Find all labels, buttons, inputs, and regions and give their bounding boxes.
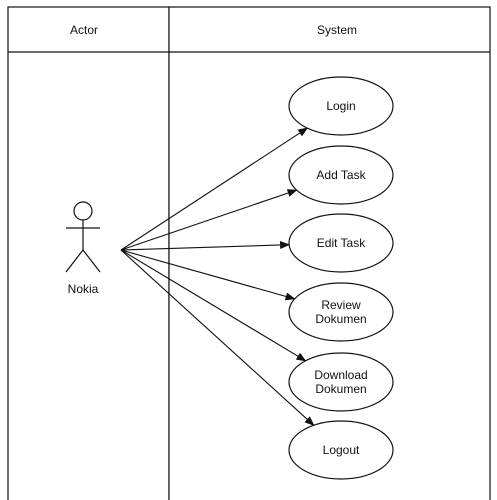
use-case-ellipse (288, 352, 394, 412)
use-case: Login (288, 76, 394, 136)
use-case-label: Login (326, 99, 355, 113)
actor-lane (7, 6, 170, 500)
use-case-label: Download (314, 368, 367, 382)
use-case: Edit Task (288, 213, 394, 273)
use-case-ellipse (288, 76, 394, 136)
use-case-ellipse (288, 213, 394, 273)
use-case-label: Dokumen (315, 312, 366, 326)
use-case-label: Edit Task (317, 236, 366, 250)
association-arrow (120, 240, 291, 251)
associations (120, 127, 315, 426)
use-case-label: Dokumen (315, 382, 366, 396)
actor-left-leg (65, 249, 84, 273)
association-arrow (120, 249, 307, 362)
use-case-label: Review (321, 298, 361, 312)
use-case: Logout (288, 420, 394, 480)
association-arrow (120, 249, 315, 426)
system-lane-title: System (317, 23, 357, 37)
actor-stick-figure-icon (65, 201, 101, 273)
use-case-ellipse (288, 282, 394, 342)
use-case-label: Logout (323, 443, 360, 457)
association-arrow (120, 189, 298, 251)
actor-lane-title: Actor (70, 23, 98, 37)
use-case-label: Add Task (316, 168, 366, 182)
actor-right-leg (82, 249, 101, 273)
use-case: Add Task (288, 145, 394, 205)
use-case-ellipse (288, 145, 394, 205)
actor-name: Nokia (68, 282, 99, 296)
association-arrow (120, 249, 296, 301)
association-arrow (120, 127, 309, 251)
use-case-ellipse (288, 420, 394, 480)
